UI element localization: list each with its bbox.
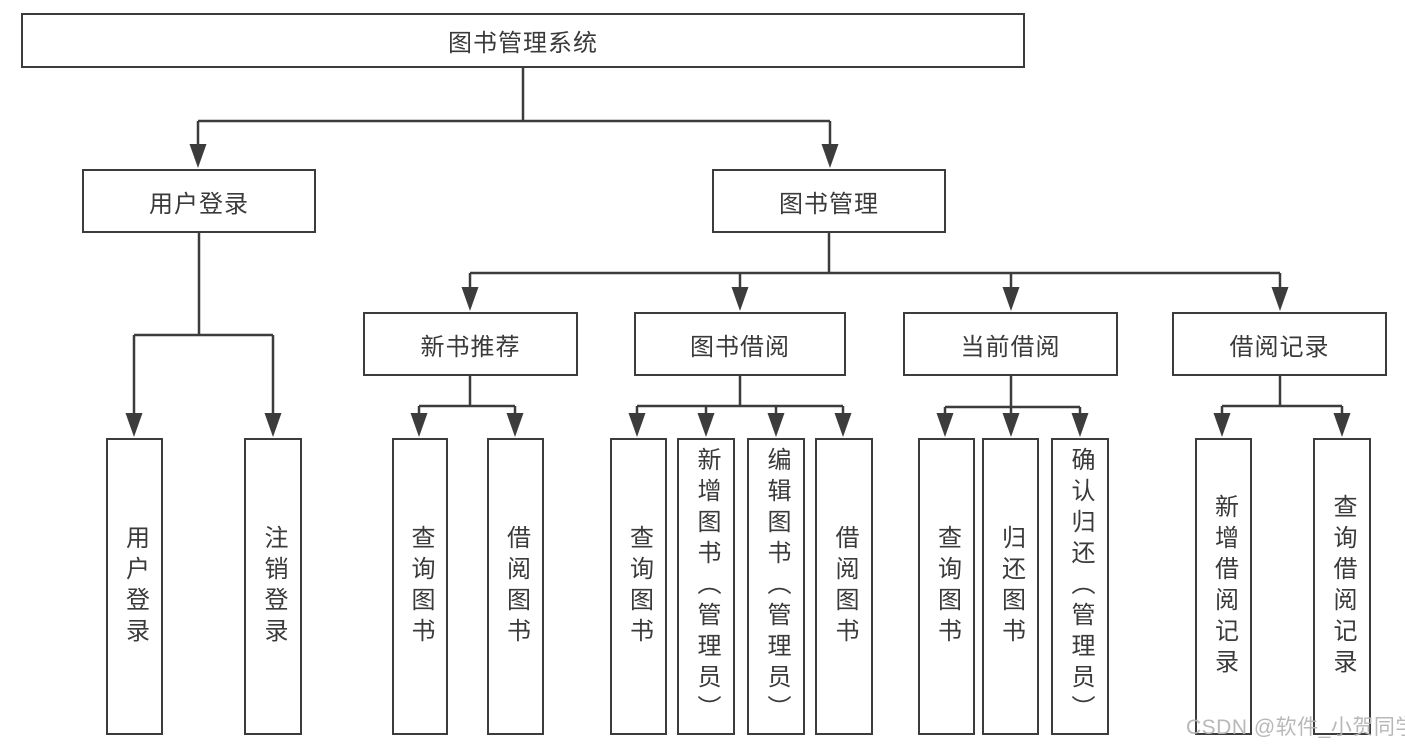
leaf-query-books-borrowing: 查询图书 <box>610 438 667 735</box>
node-label: 图书管理 <box>779 190 879 218</box>
arrowhead <box>410 413 428 437</box>
node-label: 借阅图书 <box>831 524 858 649</box>
node-user-login: 用户登录 <box>82 169 316 233</box>
edges-root <box>189 68 839 168</box>
edges-book-management <box>461 232 1289 311</box>
edges-new-book-recommendation <box>410 376 524 437</box>
node-label: 查询图书 <box>933 524 961 649</box>
arrowhead <box>697 413 715 437</box>
node-label: 确认归还（管理员） <box>1067 447 1094 726</box>
node-borrowing-records: 借阅记录 <box>1172 312 1387 376</box>
edges-book-borrowing <box>628 376 852 437</box>
node-label: 新书推荐 <box>420 333 521 361</box>
leaf-query-books-recommend: 查询图书 <box>392 438 448 735</box>
node-label: 图书借阅 <box>690 333 790 361</box>
node-label: 编辑图书（管理员） <box>763 447 790 726</box>
arrowhead <box>1002 287 1020 311</box>
arrowhead <box>628 413 646 437</box>
node-label: 归还图书 <box>997 524 1025 649</box>
leaf-logout: 注销登录 <box>244 438 302 735</box>
node-label: 借阅图书 <box>502 524 530 649</box>
leaf-edit-book-admin: 编辑图书（管理员） <box>747 438 805 735</box>
node-new-book-recommendation: 新书推荐 <box>363 312 578 376</box>
leaf-borrow-books-borrowing: 借阅图书 <box>815 438 873 735</box>
arrowhead <box>834 413 852 437</box>
arrowhead <box>461 287 479 311</box>
node-label: 查询图书 <box>625 524 653 649</box>
arrowhead <box>1071 413 1089 437</box>
leaf-add-borrow-record: 新增借阅记录 <box>1195 438 1252 735</box>
arrowhead <box>1002 413 1020 437</box>
arrowhead <box>506 413 524 437</box>
arrowhead <box>767 413 785 437</box>
arrowhead <box>731 287 749 311</box>
node-label: 查询借阅记录 <box>1329 493 1356 680</box>
leaf-query-books-current: 查询图书 <box>918 438 975 735</box>
arrowhead <box>189 144 207 168</box>
leaf-borrow-books-recommend: 借阅图书 <box>487 438 544 735</box>
leaf-add-book-admin: 新增图书（管理员） <box>677 438 735 735</box>
leaf-confirm-return-admin: 确认归还（管理员） <box>1051 438 1109 735</box>
arrowhead <box>821 144 839 168</box>
node-label: 图书管理系统 <box>448 30 598 57</box>
node-label: 用户登录 <box>149 190 249 218</box>
node-current-borrowing: 当前借阅 <box>903 312 1118 376</box>
arrowhead <box>264 413 282 437</box>
edges-current-borrowing <box>936 376 1089 437</box>
node-label: 查询图书 <box>407 524 434 649</box>
node-book-borrowing: 图书借阅 <box>634 312 846 376</box>
node-label: 新增借阅记录 <box>1210 493 1238 680</box>
arrowhead <box>1213 413 1231 437</box>
leaf-return-book: 归还图书 <box>982 438 1039 735</box>
node-label: 借阅记录 <box>1229 333 1330 361</box>
node-library-management-system: 图书管理系统 <box>21 13 1025 68</box>
node-label: 新增图书（管理员） <box>693 447 720 726</box>
arrowhead <box>125 413 143 437</box>
arrowhead <box>936 413 954 437</box>
csdn-watermark: CSDN @软件_小贺同学 <box>1186 716 1405 739</box>
edges-user-login <box>125 232 282 437</box>
arrowhead <box>1271 287 1289 311</box>
arrowhead <box>1333 413 1351 437</box>
node-label: 用户登录 <box>121 524 149 649</box>
node-book-management: 图书管理 <box>712 169 946 233</box>
edges-borrowing-records <box>1213 376 1351 437</box>
node-label: 注销登录 <box>260 524 287 649</box>
leaf-user-login: 用户登录 <box>106 438 163 735</box>
node-label: 当前借阅 <box>960 333 1061 361</box>
leaf-query-borrow-record: 查询借阅记录 <box>1313 438 1371 735</box>
